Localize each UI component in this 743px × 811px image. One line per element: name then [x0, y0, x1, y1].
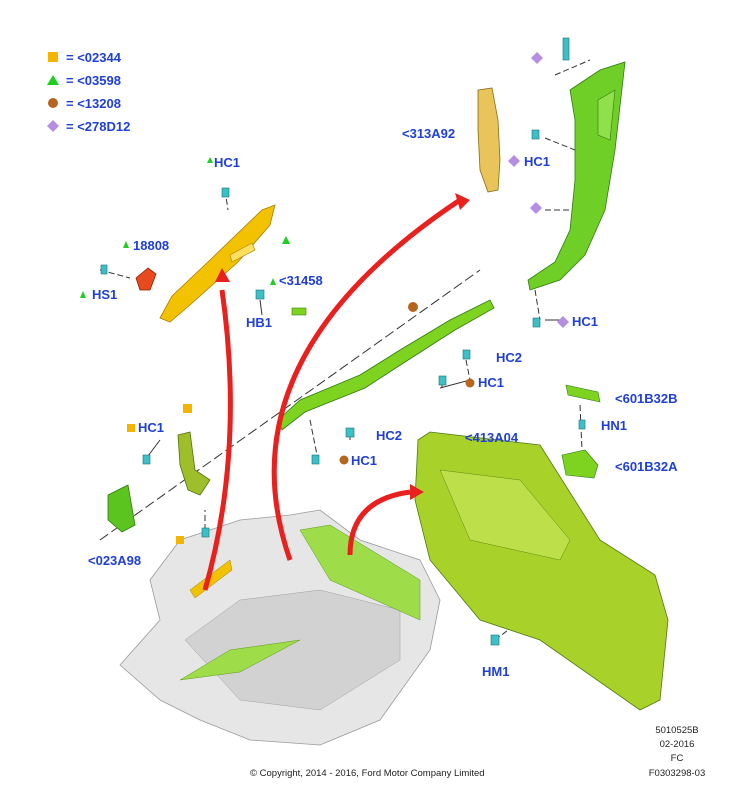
part-601b32a	[561, 449, 599, 479]
callout-hb1[interactable]: HB1	[246, 315, 273, 330]
callout-hc1[interactable]: HC1	[214, 155, 241, 170]
legend-item-diamond: = <278D12	[46, 117, 130, 135]
callout-hs1[interactable]: HS1	[92, 287, 118, 302]
callout-hc2[interactable]: HC2	[496, 350, 523, 365]
panel-023a98-part	[107, 484, 136, 533]
callout-31458[interactable]: <31458	[279, 273, 323, 288]
drawing-code: 5010525B	[655, 725, 699, 736]
cab-body-illustration	[119, 509, 441, 746]
drawing-number: F0303298-03	[648, 768, 706, 779]
pillar-trim-green-part	[527, 61, 626, 291]
callout-601b32a[interactable]: <601B32A	[615, 459, 678, 474]
callout-hc1[interactable]: HC1	[351, 453, 378, 468]
callout-023a98[interactable]: <023A98	[88, 553, 142, 568]
callout-hm1[interactable]: HM1	[482, 664, 510, 679]
legend-label: = <13208	[66, 95, 121, 111]
circle-icon	[46, 96, 60, 110]
legend-item-circle: = <13208	[46, 94, 121, 112]
callout-hc1[interactable]: HC1	[572, 314, 599, 329]
clip-31458-part	[291, 307, 307, 316]
legend-item-square: = <02344	[46, 48, 121, 66]
square-icon	[46, 50, 60, 64]
callout-601b32b[interactable]: <601B32B	[615, 391, 678, 406]
panel-313a92-part	[477, 87, 501, 193]
drawing-date: 02-2016	[659, 739, 695, 750]
red-bracket-part	[135, 267, 157, 291]
callout-hc1[interactable]: HC1	[138, 420, 165, 435]
legend-label: = <02344	[66, 49, 121, 65]
triangle-icon	[46, 73, 60, 87]
copyright-text: © Copyright, 2014 - 2016, Ford Motor Com…	[250, 768, 485, 779]
callout-hc1[interactable]: HC1	[524, 154, 551, 169]
callout-413a04[interactable]: <413A04	[465, 430, 519, 445]
callout-hn1[interactable]: HN1	[601, 418, 628, 433]
fastener-clips	[100, 37, 586, 646]
red-arrowheads	[215, 193, 470, 500]
scuff-plate-green-part	[277, 299, 495, 431]
a-pillar-trim-part	[159, 204, 276, 323]
marker-symbols	[80, 52, 569, 544]
callout-18808[interactable]: 18808	[133, 238, 170, 253]
red-arrows	[202, 197, 462, 591]
back-panel-413a04-part	[414, 431, 669, 711]
legend-item-triangle: = <03598	[46, 71, 121, 89]
diamond-icon	[46, 119, 60, 133]
part-601b32b	[565, 384, 601, 403]
bracket-olive-part	[177, 431, 211, 496]
callout-hc1[interactable]: HC1	[478, 375, 505, 390]
callout-hc2[interactable]: HC2	[376, 428, 403, 443]
legend-label: = <278D12	[66, 118, 131, 134]
legend-label: = <03598	[66, 72, 121, 88]
callout-313a92[interactable]: <313A92	[402, 126, 456, 141]
drawing-fc: FC	[670, 753, 684, 764]
